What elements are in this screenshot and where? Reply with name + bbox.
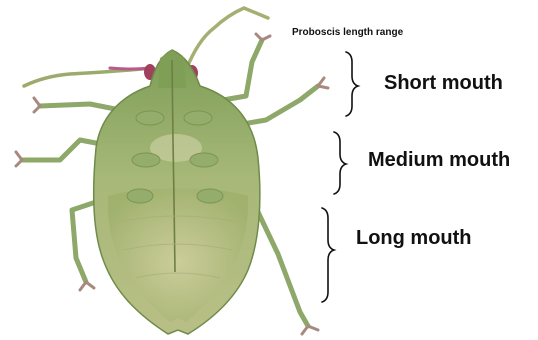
range-braces — [322, 52, 358, 302]
antenna-left — [24, 68, 152, 86]
label-short-mouth: Short mouth — [384, 72, 503, 95]
label-medium-mouth: Medium mouth — [368, 149, 510, 172]
bug-image — [16, 8, 328, 334]
brace-medium — [334, 132, 346, 194]
brace-short — [346, 52, 358, 116]
antenna-right — [186, 8, 268, 70]
label-long-mouth: Long mouth — [356, 227, 472, 250]
proboscis-range-title: Proboscis length range — [292, 27, 403, 38]
brace-long — [322, 208, 334, 302]
